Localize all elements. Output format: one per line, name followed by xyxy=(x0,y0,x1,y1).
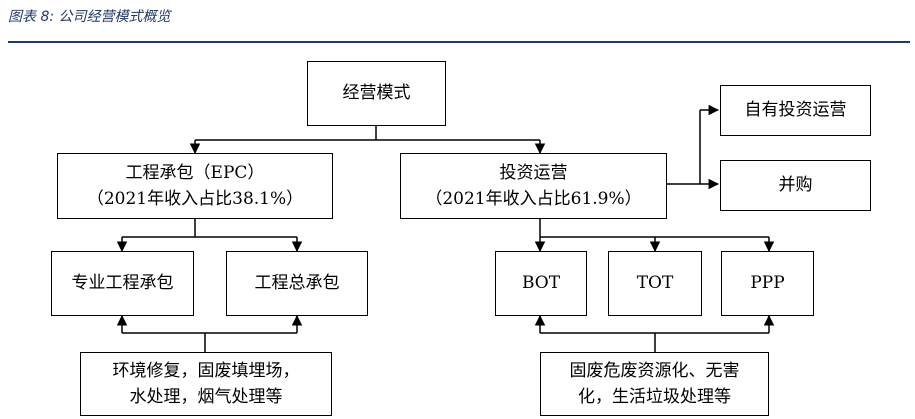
investment-node-line2: （2021年收入占比61.9%） xyxy=(425,189,642,209)
epc-node-line2: （2021年收入占比38.1%） xyxy=(86,189,304,209)
specialized-contracting-node: 专业工程承包 xyxy=(51,251,194,316)
bot-node: BOT xyxy=(495,251,587,316)
specialized-contracting-label: 专业工程承包 xyxy=(71,273,174,294)
root-node-label: 经营模式 xyxy=(342,83,411,104)
epc-node: 工程承包（EPC） （2021年收入占比38.1%） xyxy=(57,153,333,219)
epc-fields-line2: 水处理，烟气处理等 xyxy=(129,387,283,407)
epc-node-line1: 工程承包（EPC） xyxy=(125,162,265,183)
ppp-node: PPP xyxy=(721,251,814,316)
root-node: 经营模式 xyxy=(307,61,446,126)
self-investment-node: 自有投资运营 xyxy=(720,85,871,136)
tot-node: TOT xyxy=(608,251,702,316)
mergers-node: 并购 xyxy=(720,160,871,211)
investment-fields-line2: 化，生活垃圾处理等 xyxy=(578,387,731,407)
epc-fields-line1: 环境修复，固废填埋场， xyxy=(112,360,300,381)
figure-label: 图表 8: xyxy=(8,9,55,25)
caption-rule xyxy=(8,41,910,43)
investment-fields-line1: 固废危废资源化、无害 xyxy=(569,360,740,381)
mergers-node-label: 并购 xyxy=(778,175,813,196)
general-contracting-label: 工程总承包 xyxy=(254,273,340,294)
figure-caption: 图表 8: 公司经营模式概览 xyxy=(8,6,171,26)
general-contracting-node: 工程总承包 xyxy=(226,251,368,316)
epc-fields-node: 环境修复，固废填埋场， 水处理，烟气处理等 xyxy=(80,352,332,416)
bot-node-label: BOT xyxy=(521,273,561,294)
investment-node: 投资运营 （2021年收入占比61.9%） xyxy=(400,153,667,219)
self-investment-node-label: 自有投资运营 xyxy=(744,100,847,121)
investment-node-line1: 投资运营 xyxy=(499,162,568,183)
ppp-node-label: PPP xyxy=(750,273,785,294)
figure-title: 公司经营模式概览 xyxy=(58,9,171,25)
investment-fields-node: 固废危废资源化、无害 化，生活垃圾处理等 xyxy=(540,352,769,416)
tot-node-label: TOT xyxy=(636,273,674,294)
